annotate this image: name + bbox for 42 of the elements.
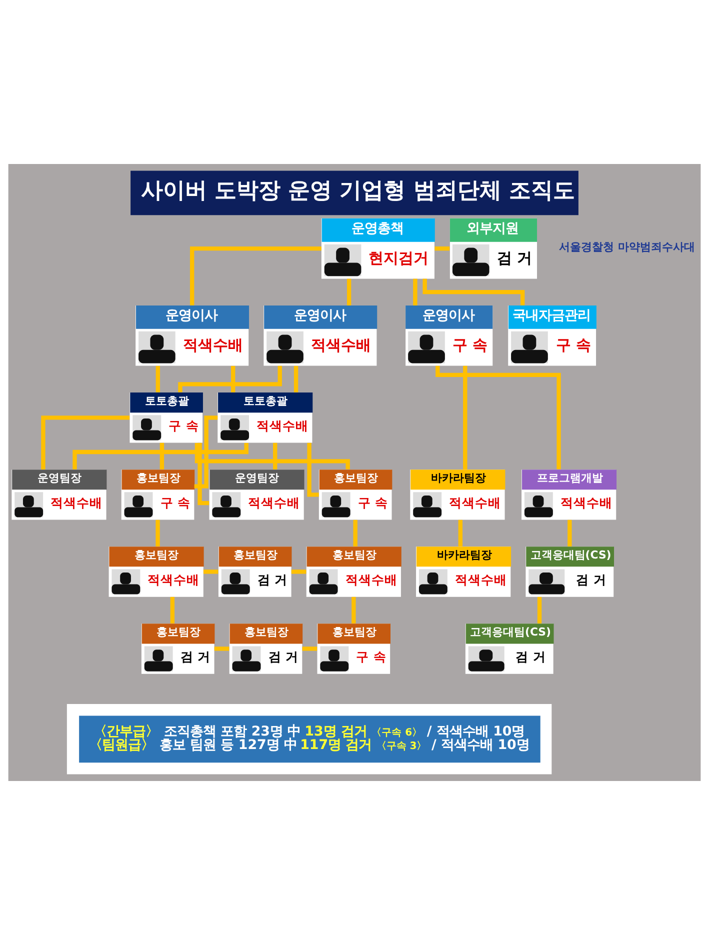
connector xyxy=(203,569,218,574)
connector xyxy=(291,569,306,574)
connector xyxy=(537,596,542,623)
connector xyxy=(436,365,561,469)
label: 〈간부급〉 xyxy=(94,724,159,740)
label: 홍보 팀원 등 127명 中 xyxy=(159,738,297,753)
connector xyxy=(346,278,352,305)
label: 조직총책 포함 23명 中 xyxy=(164,724,301,740)
connector xyxy=(170,596,174,623)
label: 117명 검거 xyxy=(300,738,372,753)
connector xyxy=(294,365,298,392)
connector xyxy=(463,365,468,469)
label: 13명 검거 xyxy=(304,724,367,740)
label: / 적색수배 10명 xyxy=(426,724,525,740)
connector xyxy=(568,519,572,546)
connector xyxy=(194,415,218,488)
connector xyxy=(72,442,248,469)
connector xyxy=(273,442,278,469)
label: / 적색수배 10명 xyxy=(432,738,530,753)
connector xyxy=(178,365,282,392)
connector xyxy=(198,442,210,505)
connector xyxy=(160,442,164,469)
connector xyxy=(302,646,318,650)
label: 〈구속 6〉 xyxy=(372,727,422,738)
label: 서울경찰청 마약범죄수사대 xyxy=(559,240,695,254)
connector xyxy=(214,646,230,650)
connector xyxy=(413,278,418,305)
connector xyxy=(434,246,450,250)
connector xyxy=(422,278,525,305)
label: 〈구속 3〉 xyxy=(376,740,427,752)
connector xyxy=(41,415,130,469)
label: 〈팀원급〉 xyxy=(89,738,154,753)
connector xyxy=(156,365,160,392)
connector xyxy=(352,596,356,623)
connector xyxy=(353,519,358,546)
connector xyxy=(194,442,350,469)
connector xyxy=(156,519,160,546)
connector xyxy=(231,365,236,392)
diagram-title: 사이버 도박장 운영 기업형 범죄단체 조직도 xyxy=(141,178,575,204)
connector xyxy=(458,519,462,546)
connector xyxy=(190,246,322,305)
connector xyxy=(307,442,319,496)
